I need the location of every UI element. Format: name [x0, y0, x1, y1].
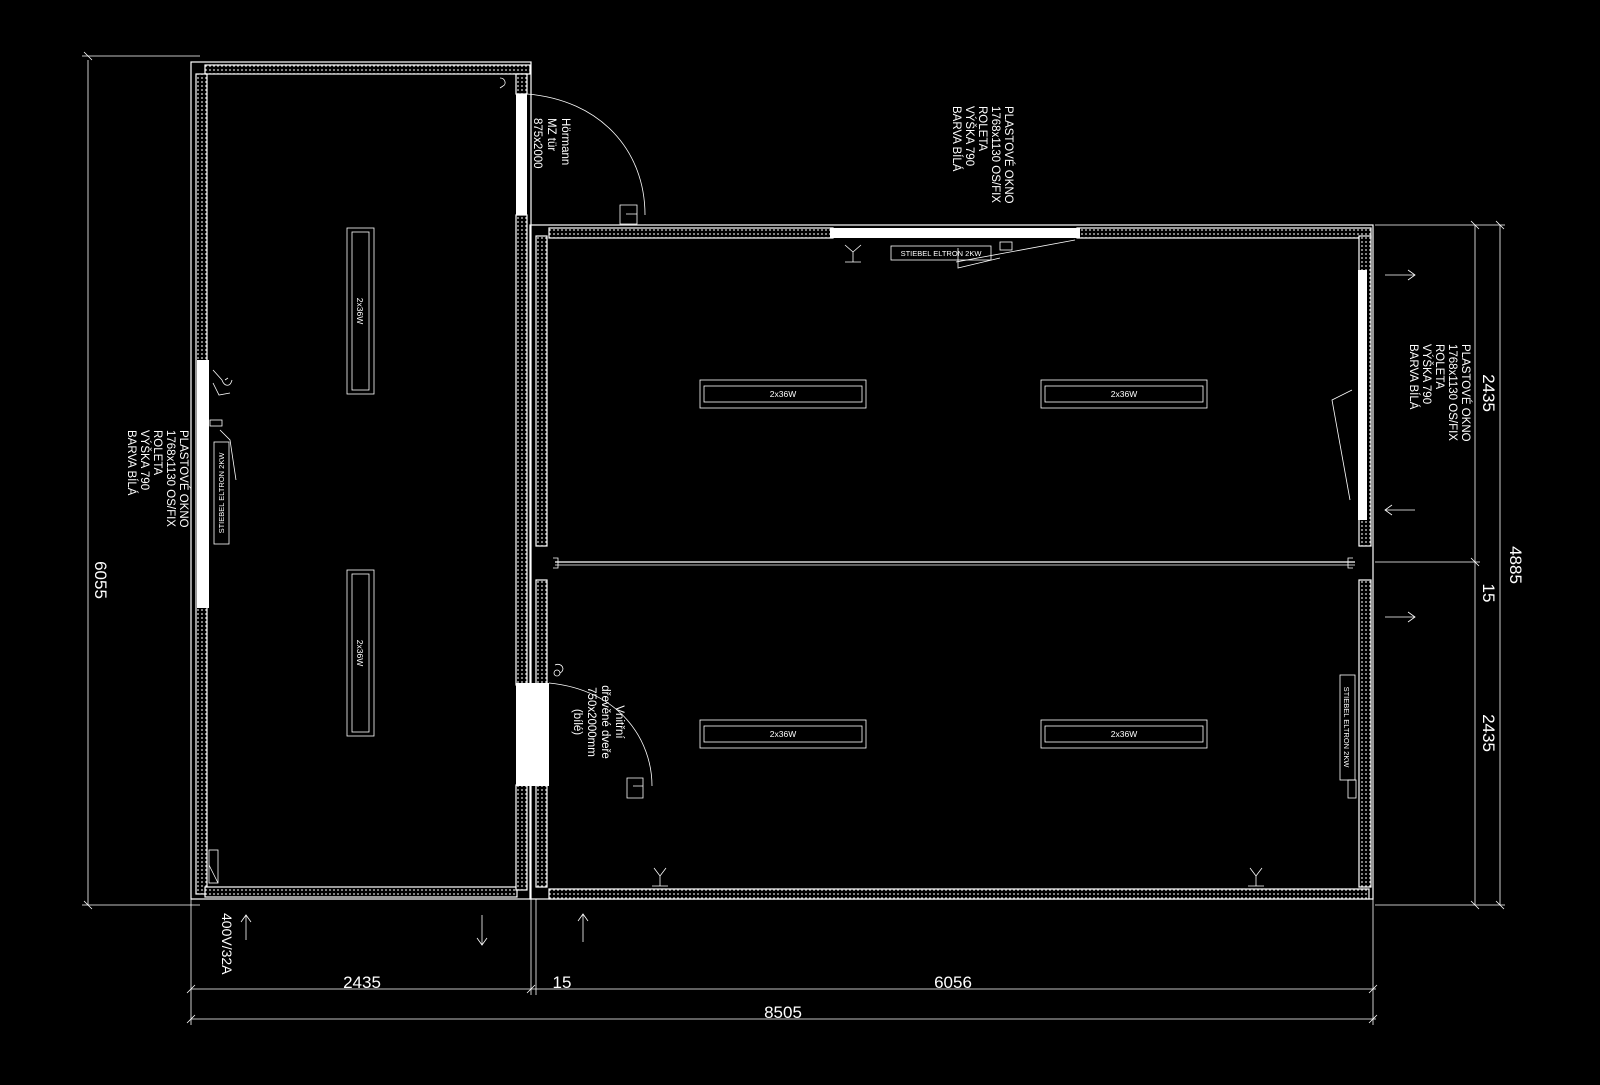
lamp-label: 2x36W: [1111, 389, 1137, 399]
lamp-left-top: [346, 227, 375, 395]
top-outlet-symbol: [844, 244, 862, 263]
dim-right-bottom: 2435: [1479, 714, 1498, 752]
svg-text:1768x1130 OS/FIX: 1768x1130 OS/FIX: [1446, 344, 1458, 441]
svg-text:(bílé): (bílé): [571, 709, 583, 735]
right-east-wall-lower: [1358, 579, 1372, 888]
left-module-outline: [190, 61, 532, 900]
window-note-left: PLASTOVÉ OKNO 1768x1130 OS/FIX ROLETA VÝ…: [125, 430, 190, 528]
svg-text:VÝŠKA 790: VÝŠKA 790: [138, 430, 151, 490]
outlet-bottom-right: [1248, 867, 1264, 887]
dim-right-total: 4885: [1506, 546, 1525, 584]
svg-text:VÝŠKA 790: VÝŠKA 790: [963, 106, 976, 166]
svg-text:PLASTOVÉ OKNO: PLASTOVÉ OKNO: [1459, 344, 1472, 442]
exterior-door-note: Hörmann MZ tür 875x2000: [531, 118, 571, 169]
svg-text:dřevěné dveře: dřevěné dveře: [599, 685, 611, 759]
dim-right-top: 2435: [1479, 374, 1498, 412]
svg-text:ROLETA: ROLETA: [1433, 344, 1445, 389]
dim-bottom-gap: 15: [553, 973, 572, 992]
svg-text:ROLETA: ROLETA: [151, 430, 163, 475]
dim-bottom-left: 2435: [343, 973, 381, 992]
arrow-up-icon: [577, 913, 589, 942]
interior-door-opening: [516, 683, 549, 786]
exterior-door-swing: [526, 93, 646, 216]
arrow-right-icon: [1385, 611, 1416, 623]
lamp-label: 2x36W: [770, 389, 796, 399]
svg-text:1768x1130 OS/FIX: 1768x1130 OS/FIX: [989, 106, 1001, 203]
svg-text:Vnitřní: Vnitřní: [613, 705, 625, 739]
exterior-door-leaf: [516, 94, 527, 215]
svg-text:VÝŠKA 790: VÝŠKA 790: [1420, 344, 1433, 404]
heater-label-left: STIEBEL ELTRON 2KW: [217, 452, 226, 534]
heater-label-top: STIEBEL ELTRON 2KW: [901, 249, 983, 258]
svg-text:BARVA BÍLÁ: BARVA BÍLÁ: [125, 430, 138, 496]
arrow-down-icon: [476, 915, 488, 946]
window-note-top: PLASTOVÉ OKNO 1768x1130 OS/FIX ROLETA VÝ…: [950, 106, 1015, 204]
top-window: [830, 228, 1080, 238]
heater-top: [890, 245, 992, 261]
svg-text:PLASTOVÉ OKNO: PLASTOVÉ OKNO: [1002, 106, 1015, 204]
svg-text:BARVA BÍLÁ: BARVA BÍLÁ: [950, 106, 963, 172]
dim-left-height: 6055: [91, 561, 110, 599]
svg-text:875x2000: 875x2000: [531, 118, 543, 169]
lamp-right-bottom-2: [1040, 719, 1208, 749]
left-east-wall-mid: [515, 214, 528, 686]
flow-arrows: [240, 269, 1416, 946]
arrow-left-icon: [1384, 504, 1415, 516]
right-top-wall-a: [548, 227, 834, 239]
lamp-label: 2x36W: [355, 640, 365, 666]
interior-door-note: Vnitřní dřevěné dveře 750x2000mm (bílé): [571, 685, 625, 759]
dimension-lines: [82, 51, 1505, 1025]
left-top-wall: [204, 64, 531, 75]
svg-text:Hörmann: Hörmann: [559, 118, 571, 165]
dim-bottom-total: 8505: [764, 1003, 802, 1022]
lamp-right-top-2: [1040, 379, 1208, 409]
left-door-symbol: [208, 849, 219, 884]
lamp-label: 2x36W: [355, 298, 365, 324]
svg-text:750x2000mm: 750x2000mm: [585, 687, 597, 757]
right-west-wall-upper: [535, 235, 548, 547]
outlet-bottom-left: [652, 867, 668, 887]
right-module: [516, 93, 1374, 900]
heater-right: [1339, 674, 1356, 781]
svg-text:BARVA BÍLÁ: BARVA BÍLÁ: [1407, 344, 1420, 410]
window-note-right: PLASTOVÉ OKNO 1768x1130 OS/FIX ROLETA VÝ…: [1407, 344, 1472, 442]
lamp-left-bottom: [346, 569, 375, 737]
power-label: 400V/32A: [219, 913, 235, 975]
left-window: [197, 360, 209, 608]
dim-bottom-right: 6056: [934, 973, 972, 992]
left-module: [190, 61, 532, 900]
right-top-wall-b: [1076, 227, 1372, 239]
interior-door-swing: [548, 682, 653, 787]
heater-label-right: STIEBEL ELTRON 2KW: [1342, 687, 1351, 769]
left-east-wall-top: [515, 73, 528, 95]
svg-text:PLASTOVÉ OKNO: PLASTOVÉ OKNO: [177, 430, 190, 528]
right-bottom-wall: [548, 888, 1370, 900]
svg-text:1768x1130 OS/FIX: 1768x1130 OS/FIX: [164, 430, 176, 527]
lamp-label: 2x36W: [770, 729, 796, 739]
left-bottom-wall: [204, 886, 518, 898]
lamp-right-top-1: [699, 379, 867, 409]
lamp-label: 2x36W: [1111, 729, 1137, 739]
lamp-right-bottom-1: [699, 719, 867, 749]
heater-left: [213, 441, 230, 545]
svg-text:ROLETA: ROLETA: [976, 106, 988, 151]
arrow-right-icon: [1385, 269, 1416, 281]
left-east-wall-bottom: [515, 784, 528, 891]
arrow-up-icon: [240, 914, 252, 940]
lamps: 2x36W 2x36W 2x36W 2x36W 2x36W 2x36W: [346, 227, 1208, 749]
left-window-symbol: [212, 369, 231, 396]
svg-text:MZ tür: MZ tür: [545, 118, 557, 151]
right-window: [1358, 270, 1367, 520]
dim-right-gap: 15: [1479, 584, 1498, 603]
